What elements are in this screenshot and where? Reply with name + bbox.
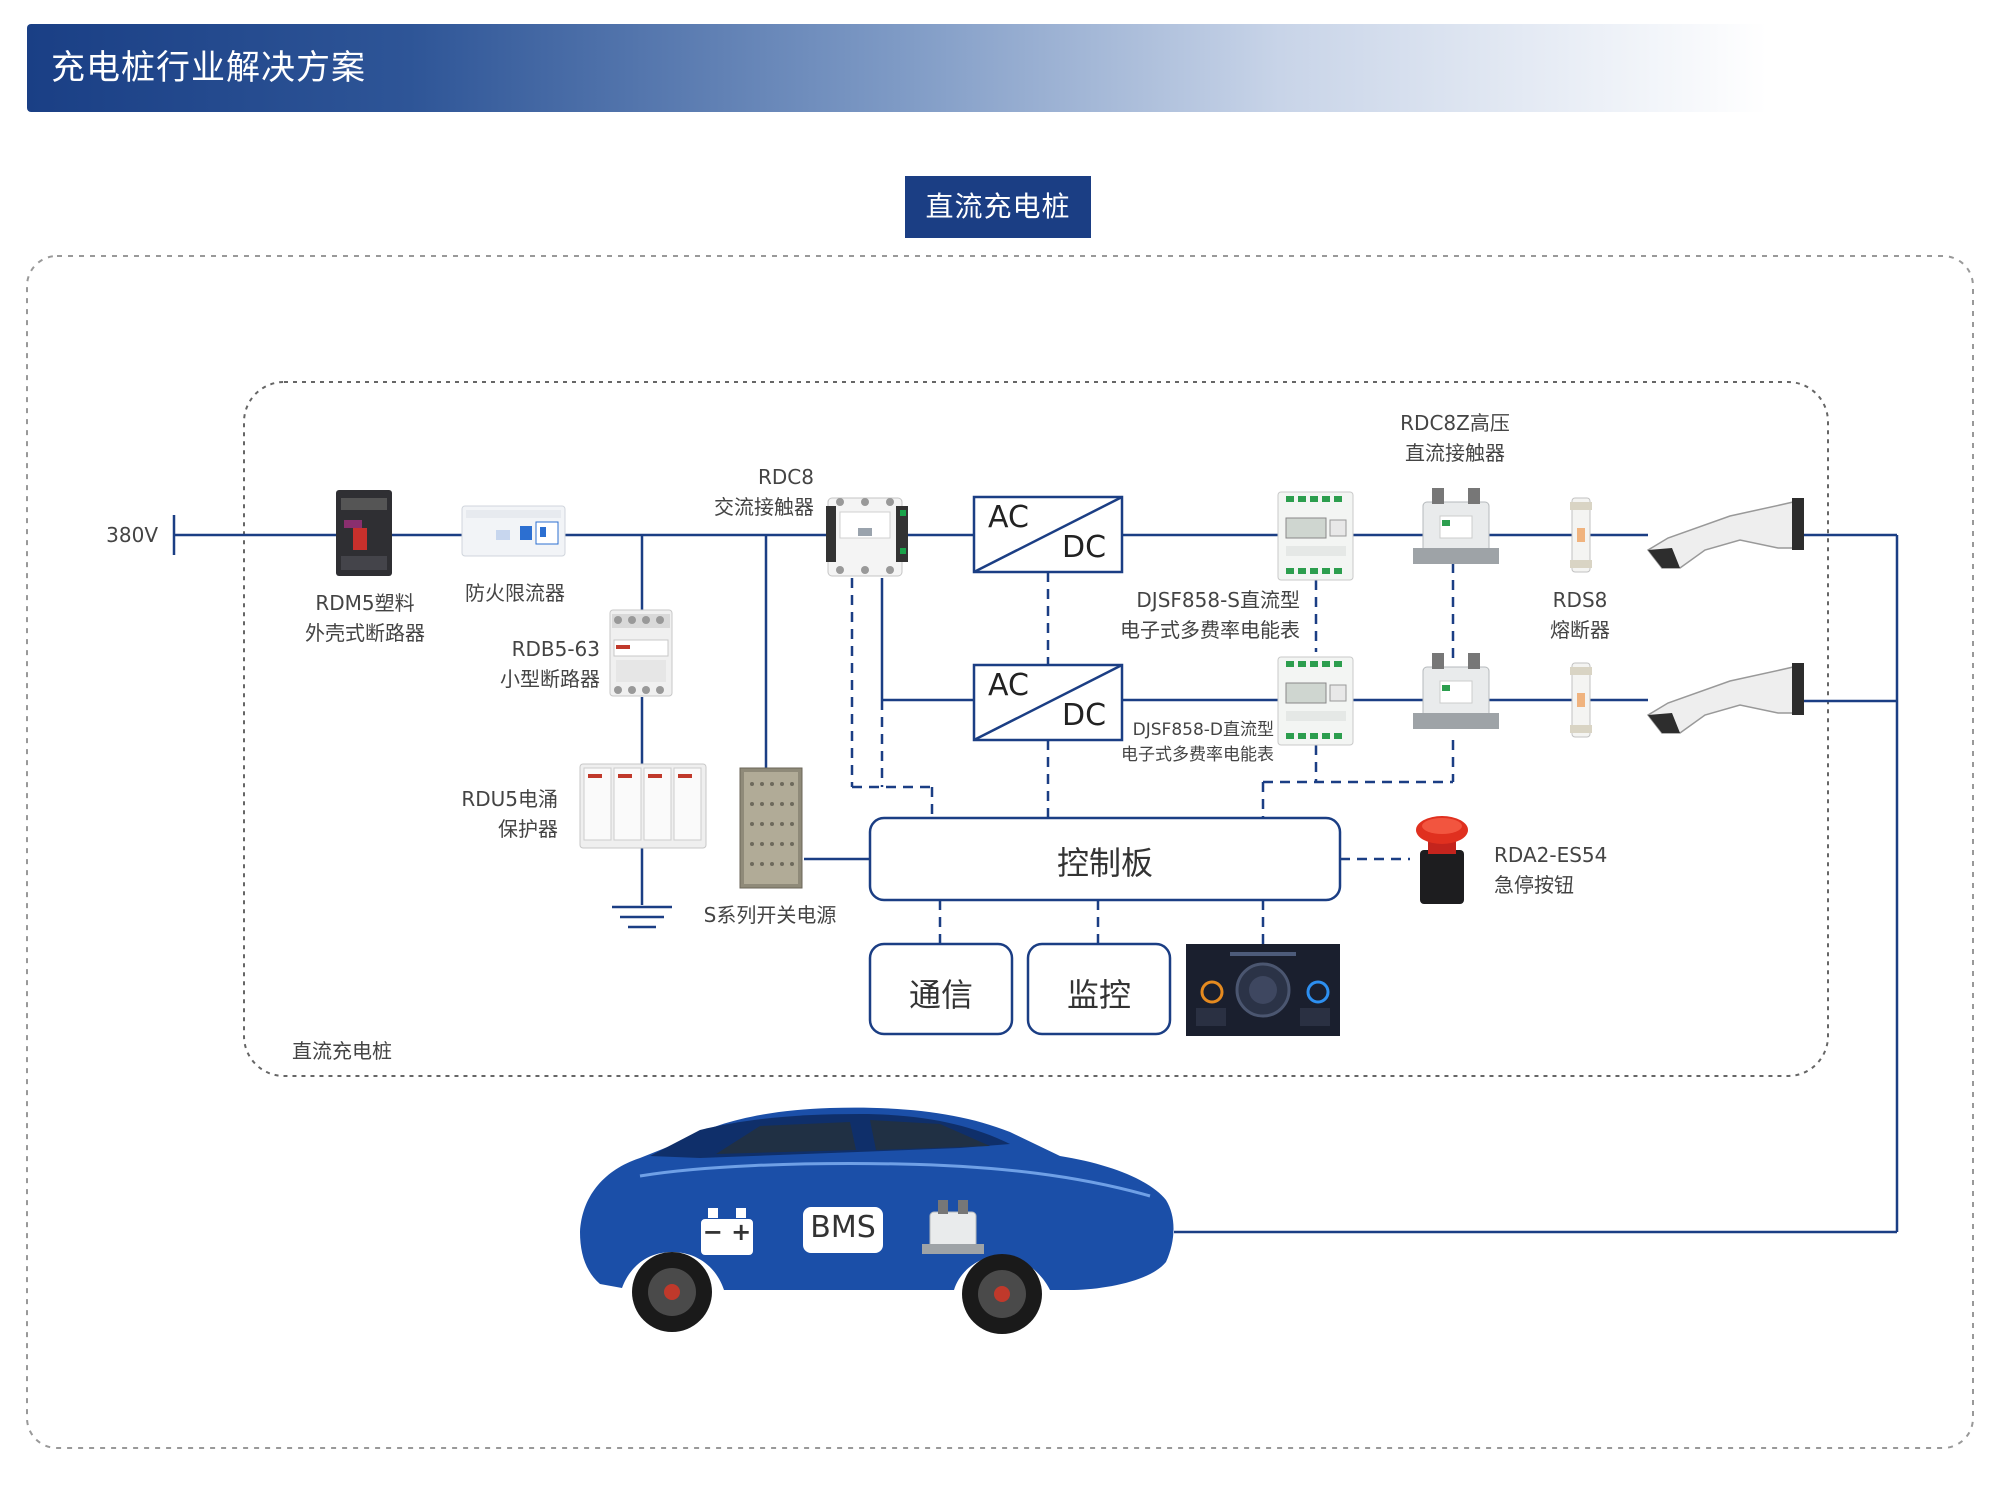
converter2-dc-label: DC	[1062, 698, 1107, 733]
rdc8-label-line2: 交流接触器	[714, 495, 814, 519]
rdu5-label-line2: 保护器	[498, 817, 558, 841]
meter-d-image	[1277, 656, 1354, 746]
outer-frame	[26, 255, 1974, 1449]
meter-s-label-line2: 电子式多费率电能表	[1120, 618, 1300, 642]
converter1-ac-label: AC	[988, 500, 1029, 535]
rdc8-label-line1: RDC8	[758, 465, 814, 489]
battery-symbol: − +	[702, 1218, 752, 1246]
estop-button-image	[1416, 816, 1468, 904]
rdu5-spd-image	[579, 763, 707, 849]
rds8-label-line1: RDS8	[1552, 588, 1608, 612]
rdb5-label-line1: RDB5-63	[511, 637, 600, 661]
comm-label: 通信	[908, 976, 973, 1014]
hmi-screen-image	[1186, 944, 1340, 1036]
rdu5-label-line1: RDU5电涌	[461, 787, 558, 811]
rdc8z-contactor-image-2	[1413, 653, 1499, 729]
rds8-label-line2: 熔断器	[1550, 618, 1610, 642]
monitor-label: 监控	[1066, 976, 1131, 1014]
meter-s-label-line1: DJSF858-S直流型	[1136, 588, 1300, 612]
bms-label: BMS	[810, 1210, 876, 1245]
section-badge: 直流充电桩	[905, 176, 1091, 238]
estop-label-line2: 急停按钮	[1494, 873, 1574, 897]
rdc8z-contactor-image	[1413, 488, 1499, 564]
control-links	[850, 563, 1455, 944]
fire-limiter-label: 防火限流器	[465, 581, 565, 605]
rdm5-label-line1: RDM5塑料	[315, 591, 415, 615]
electric-car-image	[580, 1107, 1174, 1334]
rdc8-contactor-image	[826, 497, 908, 577]
fire-limiter-image	[461, 505, 566, 557]
estop-label-line1: RDA2-ES54	[1494, 843, 1608, 867]
meter-d-label-line1: DJSF858-D直流型	[1132, 720, 1274, 740]
rdb5-mcb-image	[609, 609, 673, 697]
rds8-fuse-image-2	[1570, 662, 1592, 738]
rds8-fuse-image	[1570, 497, 1592, 573]
rdc8z-label-line2: 直流接触器	[1405, 441, 1505, 465]
power-lines	[172, 515, 1899, 1234]
control-board-label: 控制板	[1056, 844, 1153, 882]
page-title: 充电桩行业解决方案	[51, 48, 366, 88]
charging-gun-image	[1646, 498, 1804, 569]
converter2-ac-label: AC	[988, 668, 1029, 703]
meter-s-image	[1277, 491, 1354, 581]
rdm5-label-line2: 外壳式断路器	[305, 621, 425, 645]
converter1-dc-label: DC	[1062, 530, 1107, 565]
page-header: 充电桩行业解决方案	[27, 24, 1767, 112]
rdb5-label-line2: 小型断路器	[500, 667, 600, 691]
rdc8z-label-line1: RDC8Z高压	[1400, 411, 1510, 435]
control-modules	[868, 816, 1342, 1036]
power-supply-image	[739, 767, 803, 889]
meter-d-label-line2: 电子式多费率电能表	[1121, 745, 1274, 765]
inner-frame-label: 直流充电桩	[292, 1039, 392, 1063]
power-supply-label: S系列开关电源	[703, 903, 837, 927]
acdc-converters	[972, 495, 1124, 742]
charging-gun-image-2	[1646, 663, 1804, 734]
inner-frame	[243, 381, 1829, 1077]
rdm5-breaker-image	[336, 490, 392, 576]
input-voltage-label: 380V	[106, 523, 158, 547]
